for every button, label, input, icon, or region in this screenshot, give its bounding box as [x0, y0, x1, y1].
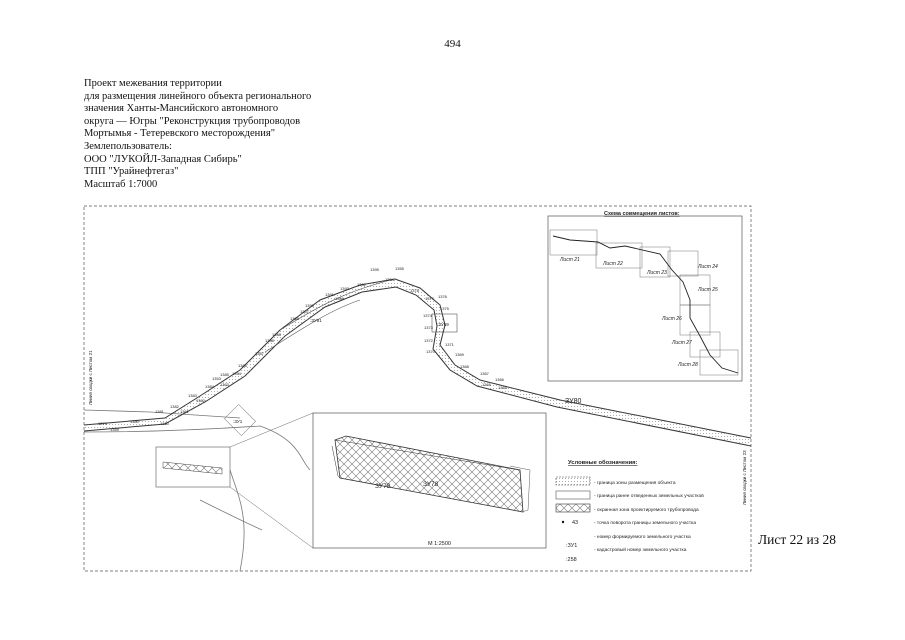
legend-item: - граница зоны размещения объекта: [594, 480, 676, 486]
sheet-scheme-title: Схема совмещения листов:: [604, 211, 680, 217]
point-label: 1356: [335, 296, 345, 301]
plot-label-zu80: ЗУ80: [565, 398, 581, 405]
scheme-sheet-label: Лист 25: [697, 287, 718, 293]
point-label: 1366: [495, 377, 505, 382]
point-label: 1354: [232, 371, 242, 376]
detail-plot-label: ЗУ78: [375, 483, 391, 490]
header-line: Мортымья - Тетеревского месторождения": [84, 128, 275, 140]
point-label: 1391: [325, 292, 335, 297]
left-edge-note: Линия сводки с Листом 21: [88, 350, 93, 405]
point-label: 1376: [438, 294, 448, 299]
point-label: 1369: [455, 352, 465, 357]
detail-scale: М 1:2500: [428, 541, 451, 547]
point-label: 1355: [395, 266, 405, 271]
legend-symbol-plot: :ЗУ1: [566, 543, 577, 549]
sheet-scheme: Схема совмещения листов: Лист 21 Лист 22…: [547, 211, 743, 382]
title-block: Проект межевания территории для размещен…: [84, 78, 311, 191]
point-label: 1358: [272, 332, 282, 337]
legend: Условные обозначения: 43 :ЗУ1 :258 - гра…: [555, 459, 704, 563]
point-label: 1360: [160, 421, 170, 426]
legend-item: - точка поворота границы земельного учас…: [594, 521, 696, 526]
plot-label-zu1: :ЗУ1: [233, 419, 243, 424]
plot-label-zu59: :ЗУ59: [437, 322, 449, 327]
point-label: 1370: [426, 349, 436, 354]
point-label: 1380: [130, 419, 140, 424]
legend-item: - номер формируемого земельного участка: [594, 534, 691, 540]
point-label: 1382: [170, 404, 180, 409]
point-label: 1378: [410, 288, 420, 293]
point-label: 1386: [238, 363, 248, 368]
point-label: 1363: [220, 382, 230, 387]
header-line: Проект межевания территории: [84, 78, 222, 89]
header-line: Масштаб 1:7000: [84, 178, 158, 190]
point-label: 1353: [212, 376, 222, 381]
pipeline-corridor: [83, 278, 752, 447]
point-label: 1387: [255, 351, 265, 356]
turning-point-labels: 1395 1394 1392 1393 1391 1390 1389 1388 …: [98, 266, 508, 432]
road-lines: [83, 409, 311, 572]
small-detail-frame: [155, 412, 314, 549]
point-label: 1364: [498, 385, 508, 390]
point-label: 1371: [445, 342, 455, 347]
point-label: 1389: [290, 316, 300, 321]
header-line: Землепользователь:: [84, 140, 172, 152]
legend-symbol-cadastral: :258: [566, 557, 577, 563]
legend-title: Условные обозначения:: [568, 459, 638, 466]
point-label: 1394: [385, 277, 395, 282]
point-label: 1362: [196, 398, 206, 403]
scheme-sheet-label: Лист 27: [671, 340, 692, 346]
scheme-sheet-label: Лист 23: [646, 270, 667, 276]
legend-item: - граница ранее отведенных земельных уча…: [594, 494, 704, 499]
point-label: 1385: [220, 372, 230, 377]
sheet-label: Лист 22 из 28: [758, 532, 836, 547]
detail-plot-label: ЗУ78: [423, 481, 439, 488]
detail-view: ЗУ78 ЗУ78 М 1:2500: [312, 412, 547, 549]
scheme-sheet-label: Лист 21: [559, 257, 580, 263]
point-label: 1361: [180, 409, 190, 414]
point-label: 1367: [480, 371, 490, 376]
point-label: 1377: [425, 296, 435, 301]
scheme-sheet-label: Лист 24: [697, 264, 718, 270]
point-label: 1381: [155, 409, 165, 414]
right-edge-note: Линия сводки с Листом 23: [742, 450, 747, 505]
page-number: 494: [444, 38, 461, 50]
header-line: ООО "ЛУКОЙЛ-Западная Сибирь": [84, 153, 242, 165]
point-label: 1392: [357, 282, 367, 287]
point-label: 1393: [340, 286, 350, 291]
legend-item: - охранная зона проектируемого трубопров…: [594, 507, 699, 513]
point-label: 1374: [423, 313, 433, 318]
point-label: 1395: [370, 267, 380, 272]
header-line: ТПП "Урайнефтегаз": [84, 166, 179, 178]
scheme-sheet-label: Лист 22: [602, 261, 623, 267]
scheme-sheet-label: Лист 28: [677, 362, 698, 368]
header-line: для размещения линейного объекта региона…: [84, 90, 312, 102]
legend-symbol-point: 43: [572, 520, 578, 526]
point-label: 1379: [98, 421, 108, 426]
point-label: 1365: [482, 382, 492, 387]
map-frame: [83, 205, 752, 572]
scheme-sheet-label: Лист 26: [661, 316, 682, 322]
plot-label-zu81: :ЗУ81: [310, 318, 322, 323]
point-label: 1384: [205, 384, 215, 389]
point-label: 1373: [424, 325, 434, 330]
point-label: 1375: [440, 306, 450, 311]
point-label: 1383: [188, 393, 198, 398]
point-label: 1359: [110, 427, 120, 432]
header-line: округа — Югры "Реконструкция трубопровод…: [84, 115, 301, 127]
point-label: 1357: [300, 309, 310, 314]
header-line: значения Ханты-Мансийского автономного: [84, 103, 279, 115]
point-label: 1390: [305, 303, 315, 308]
point-label: 1388: [265, 338, 275, 343]
point-label: 1368: [460, 364, 470, 369]
legend-item: - кадастровый номер земельного участка: [594, 546, 687, 553]
point-label: 1372: [424, 338, 434, 343]
